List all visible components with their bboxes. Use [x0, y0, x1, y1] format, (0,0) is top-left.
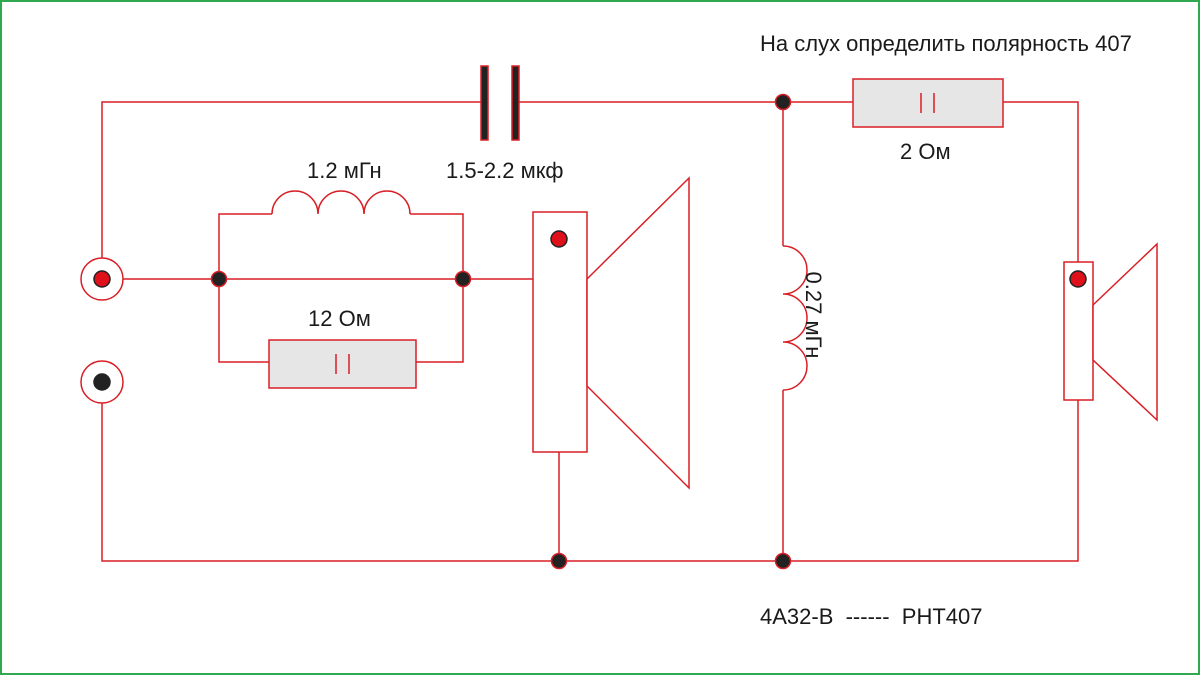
inductor-2-coil	[782, 245, 808, 391]
input-terminal-negative	[80, 360, 124, 404]
speaker-models-caption: 4A32-B ------ PHT407	[760, 604, 983, 629]
wire-branch-inductor-right	[410, 213, 464, 279]
wire-top-right	[1003, 101, 1079, 262]
wire-bottom	[101, 396, 1079, 562]
wire-branch-resistor	[218, 279, 269, 363]
resistor-12-ohm-label: 12 Ом	[308, 306, 371, 331]
resistor-2-ohm-label: 2 Ом	[900, 139, 951, 164]
junction-node	[454, 270, 472, 288]
polarity-note: На слух определить полярность 407	[760, 31, 1132, 56]
input-terminal-positive	[80, 257, 124, 301]
junction-node	[774, 552, 792, 570]
inductor-2-label: 0.27 мГн	[801, 271, 826, 359]
wire-branch-inductor	[218, 213, 272, 279]
inductor-1-label: 1.2 мГн	[307, 158, 382, 183]
resistor-2-ohm	[852, 78, 1004, 128]
junction-node	[550, 552, 568, 570]
junction-node	[774, 93, 792, 111]
woofer-polarity-dot	[550, 230, 568, 248]
capacitor-label: 1.5-2.2 мкф	[446, 158, 564, 183]
inductor-1-coil	[271, 190, 411, 215]
junction-node	[210, 270, 228, 288]
tweeter-polarity-dot	[1069, 270, 1087, 288]
capacitor-plate-left	[480, 65, 489, 141]
wire-top-left	[101, 101, 484, 268]
wire-branch-resistor-right	[416, 279, 464, 363]
resistor-12-ohm	[268, 339, 417, 389]
woofer-speaker	[532, 176, 690, 490]
capacitor-plate-right	[511, 65, 520, 141]
